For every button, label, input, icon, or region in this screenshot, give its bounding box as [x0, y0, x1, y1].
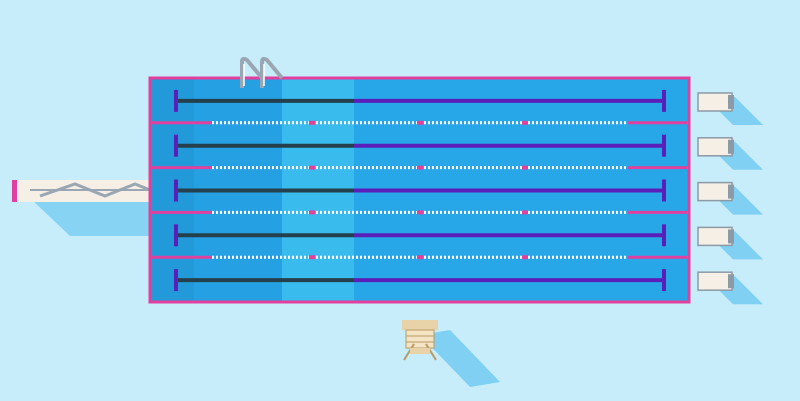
starting-block-top — [697, 226, 733, 247]
starting-block-icon — [697, 92, 734, 112]
lane-rope-marker — [417, 120, 423, 125]
lane-rope-marker — [417, 210, 423, 215]
starting-block-icon — [697, 226, 734, 247]
lane-rope-marker — [522, 210, 528, 215]
starting-block-icon — [697, 271, 734, 291]
lane-rope-marker — [417, 255, 423, 260]
starting-block-handle — [728, 229, 734, 244]
pool-border — [148, 76, 691, 304]
lanes — [174, 89, 666, 292]
pool-ladder-icon — [240, 56, 284, 88]
lane-rope-marker — [522, 120, 528, 125]
lane-rope-marker — [417, 165, 423, 170]
lifeguard-chair-icon — [402, 320, 500, 387]
lane-rope-marker — [522, 255, 528, 260]
starting-block-top — [697, 92, 733, 112]
starting-block-handle — [728, 274, 734, 289]
starting-block-handle — [728, 95, 734, 109]
lane-rope-marker — [309, 210, 315, 215]
starting-block-handle — [728, 139, 734, 154]
starting-blocks — [697, 92, 734, 291]
lane-rope-marker — [309, 120, 315, 125]
starting-block-top — [697, 271, 733, 291]
lane-ropes — [152, 120, 687, 260]
starting-block-icon — [697, 137, 734, 157]
starting-block-icon — [697, 181, 734, 202]
starting-block-top — [697, 137, 733, 157]
starting-block-handle — [728, 184, 734, 199]
starting-block-top — [697, 181, 733, 202]
pool — [148, 76, 691, 304]
lane-rope-marker — [309, 255, 315, 260]
lane-rope-marker — [522, 165, 528, 170]
lane-rope-marker — [309, 165, 315, 170]
